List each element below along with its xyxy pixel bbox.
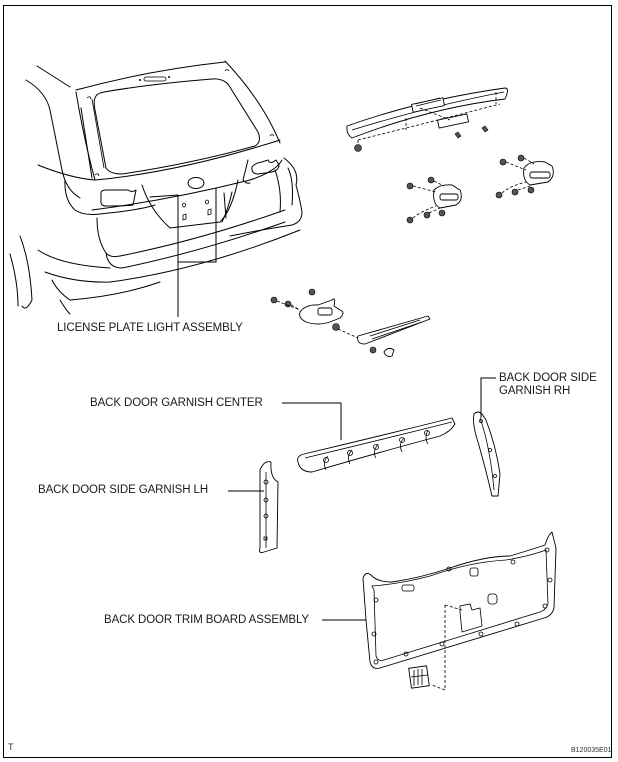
back-door-garnish-center (282, 402, 456, 473)
label-back-door-garnish-center: BACK DOOR GARNISH CENTER (90, 397, 263, 409)
lock-assembly-left (406, 176, 462, 224)
back-door-side-garnish-rh (473, 377, 501, 497)
label-back-door-side-garnish-rh-line2: GARNISH RH (499, 385, 571, 397)
back-door-trim-board-assembly (322, 531, 557, 691)
label-back-door-side-garnish-rh-line1: BACK DOOR SIDE (499, 372, 597, 384)
label-license-plate-light-assembly: LICENSE PLATE LIGHT ASSEMBLY (57, 322, 243, 334)
figure-code: B120035E01 (571, 747, 612, 754)
lock-assembly-right (495, 154, 554, 199)
label-back-door-trim-board-assembly: BACK DOOR TRIM BOARD ASSEMBLY (104, 614, 309, 626)
back-door-lock-assemblies (406, 154, 554, 224)
corner-mark: T (8, 742, 14, 752)
rear-wiper-assembly (270, 288, 431, 357)
back-door-cover-assembly (346, 87, 508, 152)
vehicle-rear-view (9, 60, 303, 317)
label-back-door-side-garnish-lh: BACK DOOR SIDE GARNISH LH (38, 484, 209, 496)
diagram-frame (3, 5, 612, 758)
back-door-side-garnish-lh (228, 461, 279, 553)
